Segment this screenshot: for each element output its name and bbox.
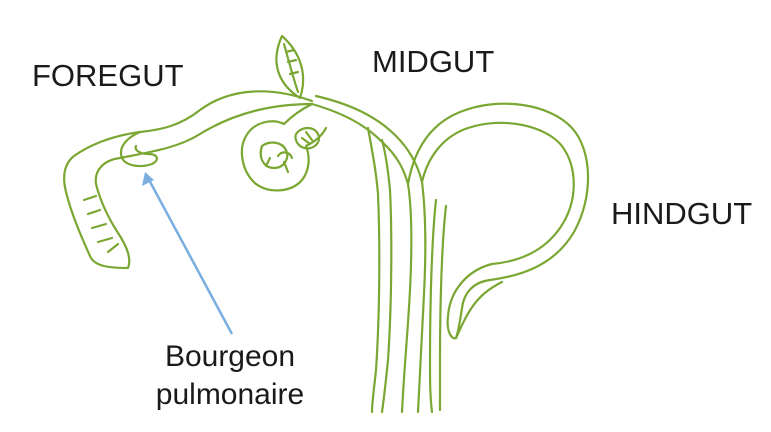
foregut-label: FOREGUT <box>32 58 184 94</box>
lung-bud-label-line1: Bourgeon <box>150 338 310 376</box>
midgut-label: MIDGUT <box>372 44 494 80</box>
midgut-inner-branch <box>368 128 391 412</box>
hindgut-descending <box>430 200 446 412</box>
lung-bud-label: Bourgeon pulmonaire <box>150 338 310 414</box>
lung-bud <box>121 132 157 166</box>
lung-bud-label-line2: pulmonaire <box>150 376 310 414</box>
midgut-loop <box>312 96 425 412</box>
cloaca <box>448 264 502 338</box>
lung-bud-arrow <box>142 172 232 334</box>
hindgut-label: HINDGUT <box>611 196 752 232</box>
